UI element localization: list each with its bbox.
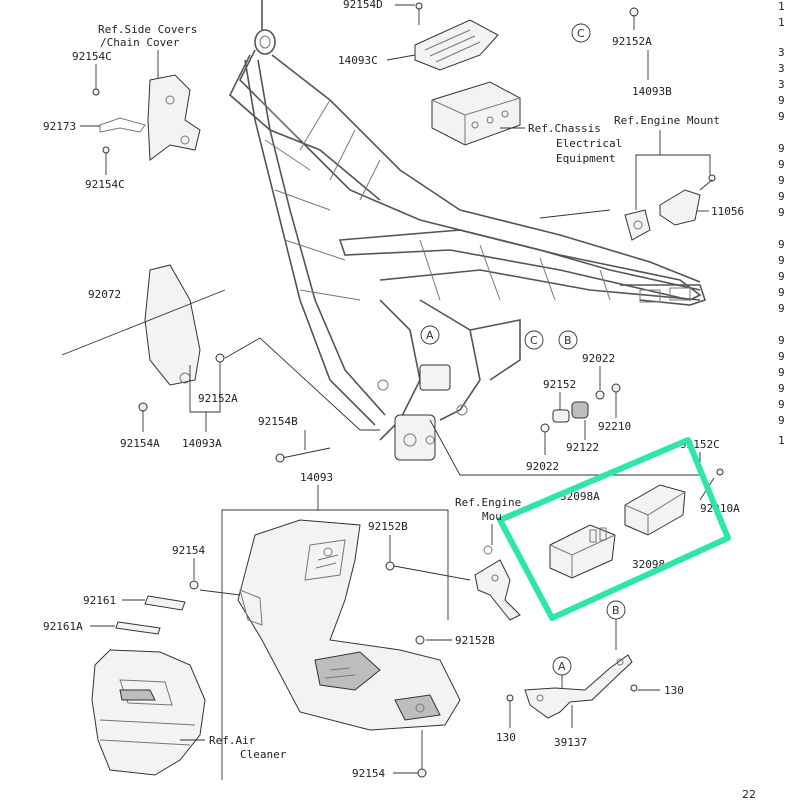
label-14093C: 14093C [338,54,378,67]
relay-32098-drawing [624,484,686,536]
label-14093B: 14093B [632,85,672,98]
label-92161: 92161 [83,594,116,607]
label-92022-b: 92022 [526,460,559,473]
svg-text:A: A [558,660,566,673]
right-margin-fragment: 9 [778,254,785,267]
relay-32098A-drawing [549,524,616,579]
ref-side-covers-2: /Chain Cover [100,36,180,49]
right-margin-fragment: 9 [778,302,785,315]
cover-14093C-drawing [414,2,499,71]
label-92152B-a: 92152B [368,520,408,533]
right-margin-fragment: 9 [778,366,785,379]
right-margin-fragment: 9 [778,334,785,347]
ref-side-covers-1: Ref.Side Covers [98,23,197,36]
label-130-b: 130 [496,731,516,744]
label-92152A-top: 92152A [612,35,652,48]
right-margin-fragment: 9 [778,174,785,187]
page-number: 22 [742,788,756,800]
right-margin-fragment: 1 [778,0,785,13]
label-92154-b: 92154 [352,767,385,780]
label-11056: 11056 [711,205,744,218]
ref-air-cleaner-2: Cleaner [240,748,287,761]
right-margin-fragment: 1 [778,434,785,447]
right-margin-column: 1 1 3 3 3 9 9 9 9 9 9 9 9 9 9 9 9 9 9 9 … [778,0,785,447]
label-14093: 14093 [300,471,333,484]
right-margin-fragment: 9 [778,110,785,123]
label-14093A: 14093A [182,437,222,450]
svg-text:C: C [530,334,538,347]
main-frame-drawing [229,0,707,461]
label-39137: 39137 [554,736,587,749]
right-margin-fragment: 9 [778,190,785,203]
bracket-39137-drawing [524,654,633,719]
right-margin-fragment: 9 [778,270,785,283]
battery-drawing [431,81,521,146]
label-92152: 92152 [543,378,576,391]
label-92152A-left: 92152A [198,392,238,405]
label-92154C-a: 92154C [72,50,112,63]
right-margin-fragment: 3 [778,46,785,59]
ref-engine-mount-2-1: Ref.Engine [455,496,521,509]
right-margin-fragment: 9 [778,350,785,363]
cover-14093A-drawing [144,264,201,386]
label-92152B-b: 92152B [455,634,495,647]
right-margin-fragment: 1 [778,16,785,29]
callout-b-bracket: B [606,600,626,620]
label-130-a: 130 [664,684,684,697]
engine-mount-bracket-drawing [624,174,716,241]
callout-b-frame: B [558,330,578,350]
side-cover-bracket-drawing [99,74,201,161]
right-margin-fragment: 9 [778,158,785,171]
ref-chassis-1: Ref.Chassis [528,122,601,135]
right-margin-fragment: 9 [778,398,785,411]
label-92154B: 92154B [258,415,298,428]
right-margin-fragment: 9 [778,414,785,427]
callout-a-frame: A [420,325,440,345]
label-92210A: 92210A [700,502,740,515]
ref-chassis-2: Electrical [556,137,622,150]
right-margin-fragment: 9 [778,206,785,219]
label-92122: 92122 [566,441,599,454]
callout-a-bracket: A [552,656,572,676]
label-92154D: 92154D [343,0,383,11]
right-margin-fragment: 9 [778,94,785,107]
svg-text:B: B [564,334,572,347]
label-92161A: 92161A [43,620,83,633]
right-margin-fragment: 3 [778,62,785,75]
label-92173: 92173 [43,120,76,133]
air-cleaner-drawing [91,649,206,776]
label-92154-a: 92154 [172,544,205,557]
callout-c-frame: C [524,330,544,350]
engine-mount-bracket-2-drawing [474,545,521,621]
label-92154A: 92154A [120,437,160,450]
svg-text:A: A [426,329,434,342]
svg-text:C: C [577,27,585,40]
label-92210: 92210 [598,420,631,433]
callout-c-top: C [571,23,591,43]
skid-plate-drawing [237,519,461,731]
label-92072: 92072 [88,288,121,301]
ref-air-cleaner-1: Ref.Air [209,734,256,747]
right-margin-fragment: 9 [778,142,785,155]
svg-text:B: B [612,604,620,617]
label-92022-a: 92022 [582,352,615,365]
label-92154C-b: 92154C [85,178,125,191]
ref-chassis-3: Equipment [556,152,616,165]
ref-engine-mount: Ref.Engine Mount [614,114,720,127]
right-margin-fragment: 9 [778,286,785,299]
right-margin-fragment: 3 [778,78,785,91]
right-margin-fragment: 9 [778,238,785,251]
ref-engine-mount-2-2: Mou [482,510,502,523]
highlight-box [497,437,731,621]
right-margin-fragment: 9 [778,382,785,395]
